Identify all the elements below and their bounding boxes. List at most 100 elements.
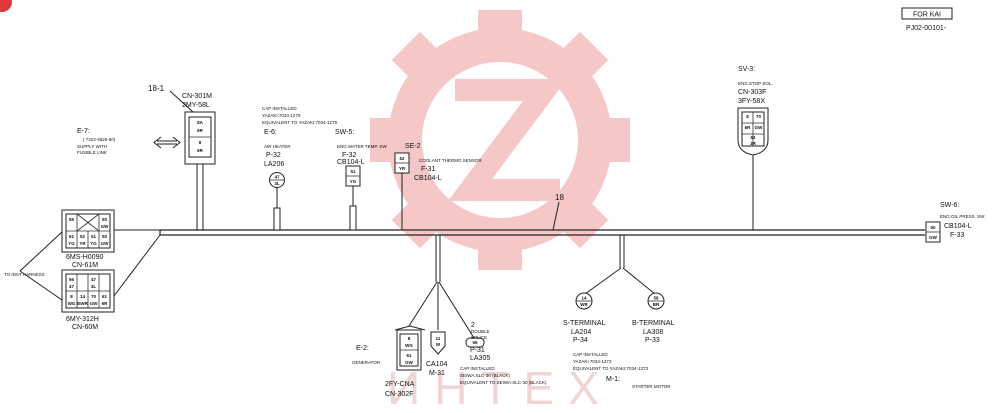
e2-name: GENERATOR (352, 360, 381, 365)
svg-text:6R: 6R (197, 128, 204, 133)
connector-splice: 56 2 DOUBLE SPLICE P-31 LA305 CAP INSTAL… (460, 322, 547, 385)
cap1-l1: CAP INSTALLED (262, 106, 297, 111)
e7-part1: CN-301M (182, 93, 212, 100)
svg-text:51: 51 (91, 234, 97, 239)
se2-name: COOLANT THERMO SENSOR (419, 158, 482, 163)
harness-label: 18 (555, 193, 564, 202)
svg-text:GW: GW (90, 301, 99, 306)
svg-text:3L: 3L (274, 181, 280, 186)
m1-name: STARTER MOTOR (632, 384, 671, 389)
e7-part2: 2MY-58L (182, 102, 210, 109)
sv3-id: SV-3: (738, 66, 755, 73)
connector-inst: TO INST HARNESS 55 50 GW 61 52 51 50 YG … (4, 209, 161, 331)
connector-sw5: SW-5: ENG.WATER TEMP. SW. F-32 CB104-L 5… (335, 129, 388, 231)
branch-starter (584, 235, 656, 295)
sw6-name: ENG.OIL PRESS. SW. (940, 214, 985, 219)
splice-cap1: CAP INSTALLED (460, 366, 495, 371)
inst-top-part2: CN-61M (72, 262, 98, 269)
corner-logo-icon (0, 0, 12, 12)
svg-text:6R: 6R (102, 301, 109, 306)
svg-text:BR: BR (653, 302, 660, 307)
svg-text:11: 11 (436, 336, 441, 341)
svg-text:47: 47 (274, 175, 280, 180)
sw6-id: SW-6: (940, 202, 959, 209)
splice-l2: DOUBLE (471, 329, 490, 334)
e2-part1: 2FY-CNA (385, 381, 415, 388)
svg-text:W: W (436, 342, 441, 347)
svg-text:YR: YR (79, 241, 86, 246)
svg-text:GW: GW (755, 125, 764, 130)
svg-text:6R: 6R (745, 125, 752, 130)
cap2-l2: YAZAKI 7034-1273 (573, 359, 612, 364)
watermark-logo (370, 10, 630, 270)
sv3-name: ENG.STOP SOL. (738, 81, 773, 86)
s-term-part1: LA204 (571, 329, 591, 336)
svg-text:EWR: EWR (77, 301, 88, 306)
sw5-id: SW-5: (335, 129, 354, 136)
svg-text:YR: YR (399, 166, 406, 171)
e2-id: E-2: (356, 345, 369, 352)
sw6-part1: CB104-L (944, 223, 972, 230)
e6-name: AIR HEATER (264, 144, 291, 149)
b-term-part1: LA308 (643, 329, 663, 336)
svg-text:14: 14 (581, 296, 587, 301)
svg-text:50: 50 (102, 217, 108, 222)
svg-text:3L: 3L (91, 284, 97, 289)
e6-id: E-6: (264, 129, 277, 136)
connector-sw6: SW-6: ENG.OIL PRESS. SW. CB104-L F-33 50… (925, 202, 985, 243)
s-term-part2: P-34 (573, 337, 588, 344)
cap2-l1: CAP INSTALLED (573, 352, 608, 357)
connector-b-terminal: 58 BR B-TERMINAL LA308 P-33 (632, 292, 675, 344)
connector-e2: 8 WG 61 GW E-2: GENERATOR 2FY-CNA CN-302… (352, 325, 426, 398)
doc-number: PJ02-00101- (906, 25, 947, 32)
svg-text:8: 8 (199, 140, 202, 145)
e6-part1: P-32 (266, 152, 281, 159)
svg-text:52: 52 (80, 234, 86, 239)
b-term-part2: P-33 (645, 337, 660, 344)
splice-cap3: EQUIVALENT TO SEIWA:SLC-30 (BLACK) (460, 380, 547, 385)
splice-part1: P-31 (470, 347, 485, 354)
e7-ref: 18-1 (148, 84, 165, 93)
svg-text:70: 70 (756, 114, 762, 119)
e6-part2: LA206 (264, 161, 284, 168)
svg-text:61: 61 (69, 234, 75, 239)
svg-text:55: 55 (69, 217, 75, 222)
svg-text:WR: WR (580, 302, 588, 307)
cap1-l2: YAZAKI:7034-1279 (262, 113, 301, 118)
connector-se2: SE-2 COOLANT THERMO SENSOR F-31 CB104-L … (394, 143, 482, 230)
e2-part2: CN-302F (385, 391, 413, 398)
connector-e6: E-6: AIR HEATER P-32 LA206 47 3L (264, 129, 291, 231)
splice-cap2: SEIWA:SLC-30 (BLACK) (460, 373, 510, 378)
svg-text:50: 50 (102, 234, 108, 239)
splice-l3: SPLICE (471, 335, 487, 340)
main-harness (159, 229, 925, 236)
b-term-name: B-TERMINAL (632, 320, 675, 327)
svg-text:WG: WG (68, 301, 76, 306)
svg-text:WG: WG (405, 343, 413, 348)
connector-sv3: SV-3: ENG.STOP SOL. CN-303F 3FY-58X 8 70… (737, 66, 773, 230)
sw5-name: ENG.WATER TEMP. SW. (337, 144, 388, 149)
watermark-text: ИНТЕХ (387, 362, 613, 408)
svg-text:52: 52 (399, 156, 405, 161)
svg-text:3R: 3R (750, 141, 757, 146)
svg-text:14: 14 (80, 294, 86, 299)
svg-text:GW: GW (405, 360, 414, 365)
svg-text:70: 70 (91, 294, 97, 299)
svg-text:8: 8 (746, 114, 749, 119)
svg-text:8: 8 (408, 336, 411, 341)
inst-top-part1: 6MS-H0090 (66, 254, 103, 261)
e7-desc2: FUSIBLE LINK (77, 150, 107, 155)
svg-text:GW: GW (929, 235, 938, 240)
cap1-l3: EQUIVALENT TO YAZAKI:7034-1279 (262, 120, 338, 125)
m31-part1: CA104 (426, 361, 448, 368)
svg-text:61: 61 (406, 353, 412, 358)
cap2-l3: EQUIVALENT TO YAZAKI:7034-1273 (573, 366, 649, 371)
svg-text:50: 50 (930, 225, 936, 230)
svg-text:GW: GW (101, 241, 110, 246)
sv3-part1: CN-303F (738, 89, 766, 96)
doc-tag: FOR KAI (913, 12, 941, 19)
svg-text:56: 56 (472, 340, 478, 345)
se2-id: SE-2 (405, 143, 421, 150)
e7-desc1: SUPPLY WITH (77, 144, 107, 149)
